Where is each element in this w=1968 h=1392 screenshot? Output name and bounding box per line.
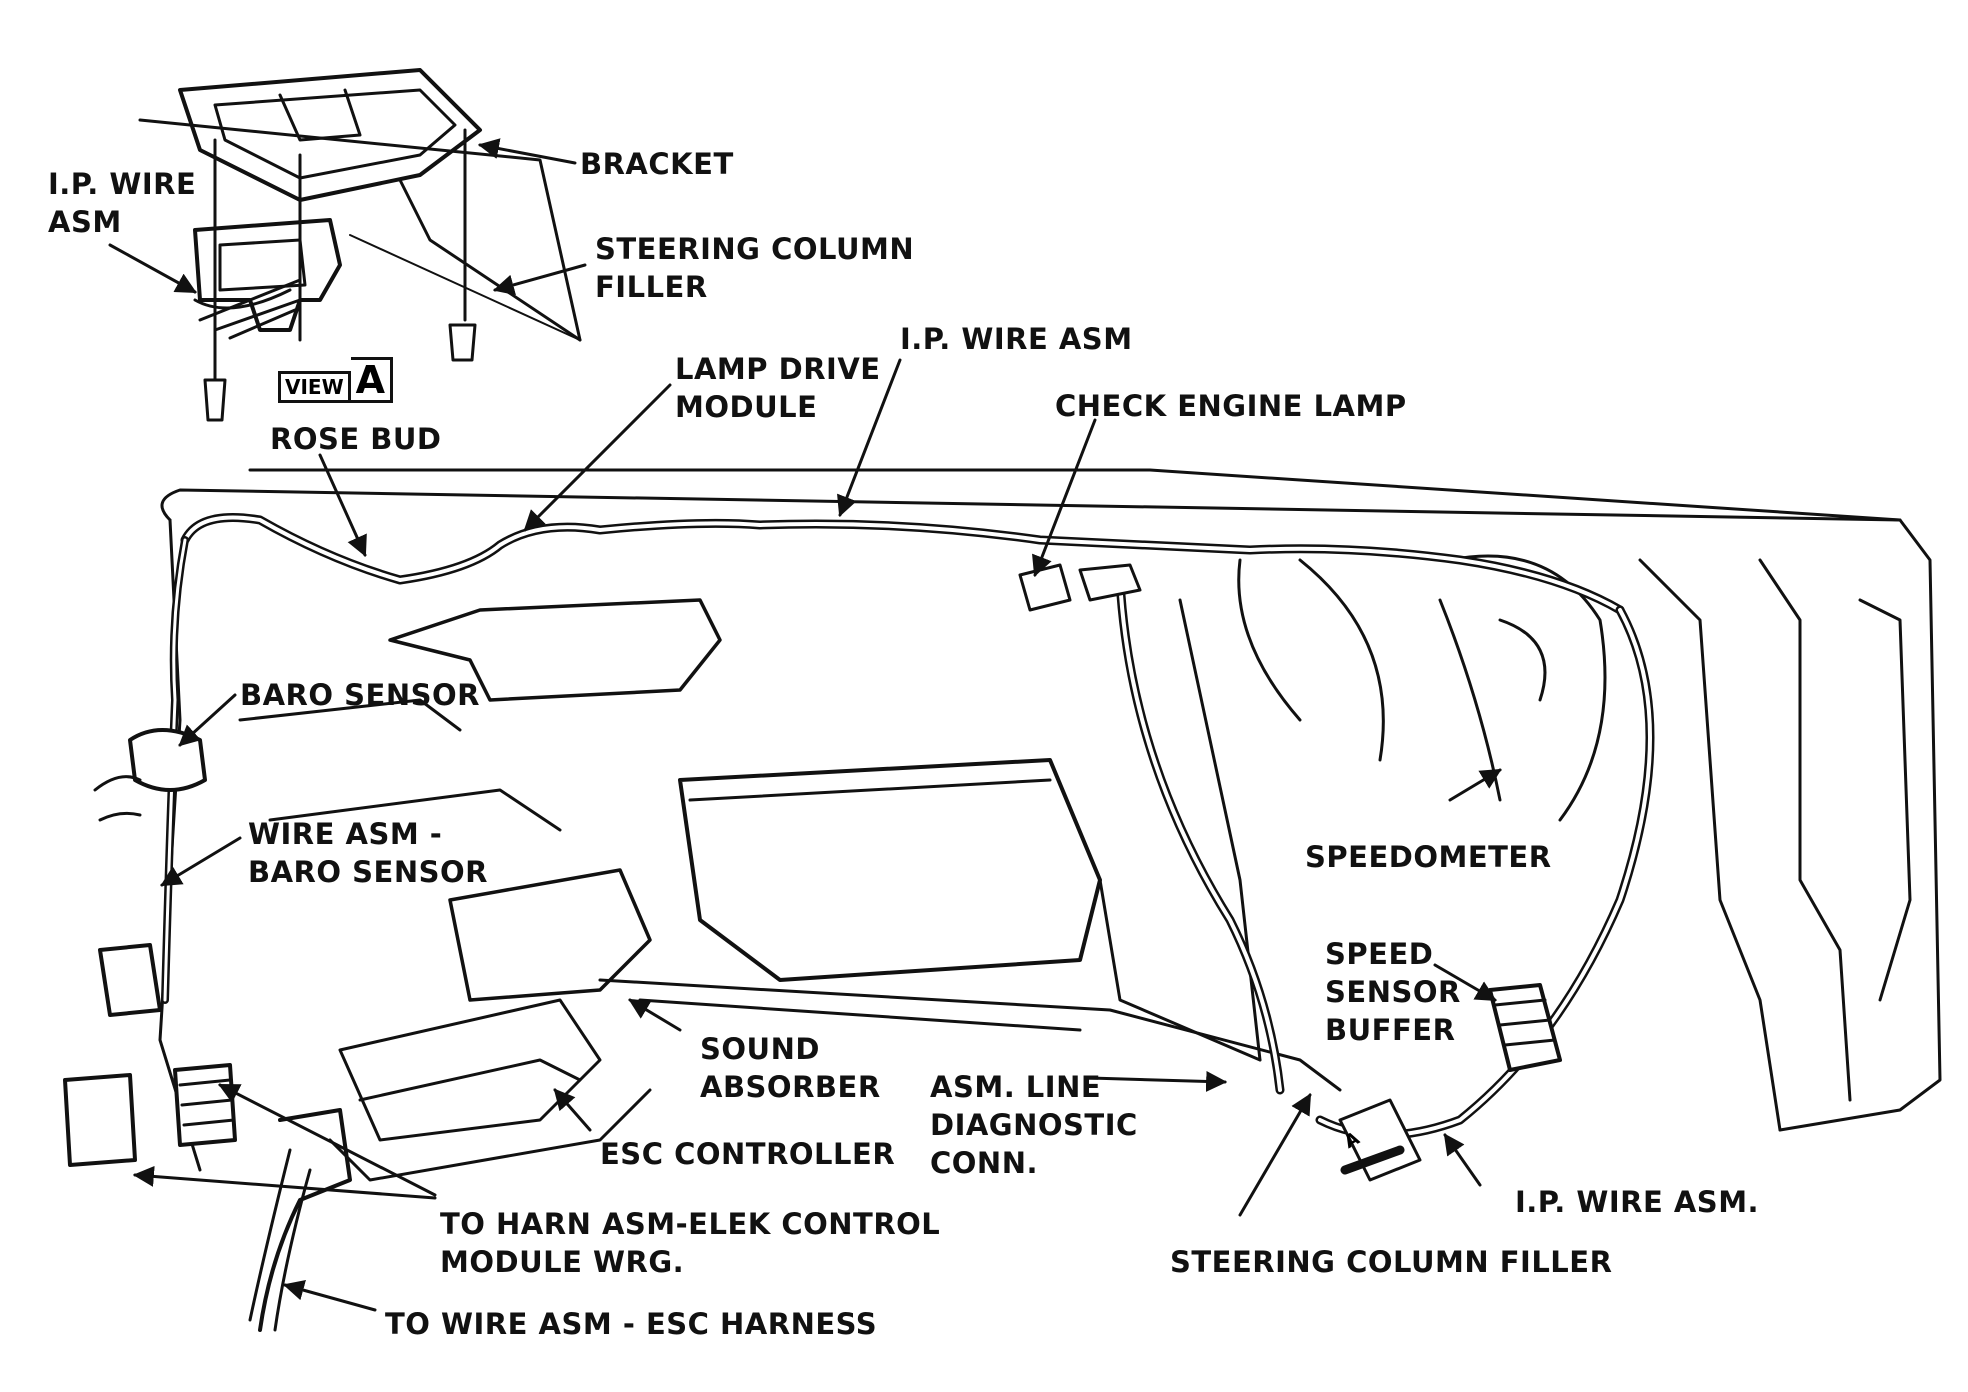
label-rose-bud: ROSE BUD — [270, 422, 442, 456]
label-ip-wire-asm-mid: I.P. WIRE ASM — [900, 322, 1133, 356]
label-steering-column-filler-bottom: STEERING COLUMN FILLER — [1170, 1245, 1613, 1279]
label-baro-sensor: BARO SENSOR — [240, 678, 480, 712]
label-to-harn-asm: TO HARN ASM-ELEK CONTROL MODULE WRG. — [440, 1207, 941, 1279]
label-check-engine-lamp: CHECK ENGINE LAMP — [1055, 389, 1407, 423]
label-ip-wire-asm-bottom: I.P. WIRE ASM. — [1515, 1185, 1760, 1219]
label-ip-wire-asm-top: I.P. WIRE ASM — [48, 167, 197, 239]
label-wire-asm-baro-sensor: WIRE ASM - BARO SENSOR — [248, 817, 488, 889]
label-esc-controller: ESC CONTROLLER — [600, 1137, 896, 1171]
view-a-callout: VIEW A — [278, 357, 394, 403]
label-bracket: BRACKET — [580, 147, 734, 181]
view-letter: A — [350, 357, 394, 403]
label-to-wire-asm-esc-harness: TO WIRE ASM - ESC HARNESS — [385, 1307, 878, 1341]
ip-wire-harness — [63, 513, 1655, 1332]
view-a-inset — [138, 68, 582, 422]
leader-lines — [108, 138, 1502, 1312]
label-lamp-drive-module: LAMP DRIVE MODULE — [675, 352, 881, 424]
label-speed-sensor-buffer: SPEED SENSOR BUFFER — [1325, 937, 1461, 1047]
label-speedometer: SPEEDOMETER — [1305, 840, 1552, 874]
label-asm-line-diagnostic-conn: ASM. LINE DIAGNOSTIC CONN. — [930, 1070, 1138, 1180]
label-steering-column-filler-top: STEERING COLUMN FILLER — [595, 232, 915, 304]
view-word: VIEW — [278, 371, 351, 403]
label-sound-absorber: SOUND ABSORBER — [700, 1032, 881, 1104]
